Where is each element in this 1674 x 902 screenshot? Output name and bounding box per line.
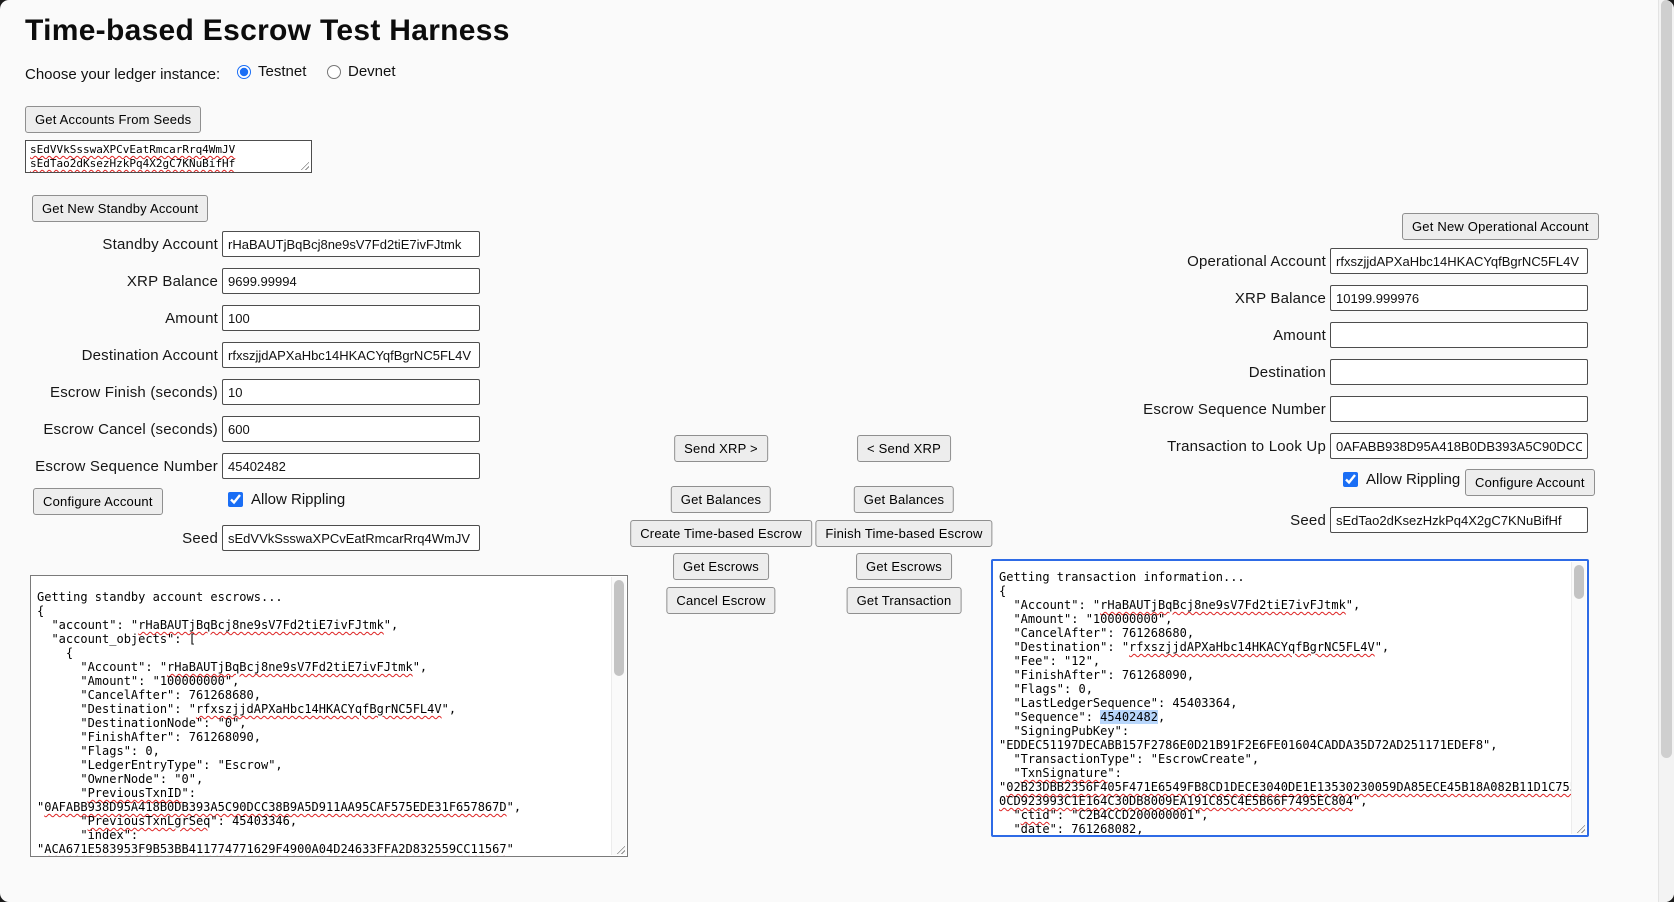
operational-results-scrollbar-thumb[interactable]: [1574, 565, 1584, 599]
operational-account-input[interactable]: [1330, 248, 1588, 274]
standby-results-scrollbar[interactable]: [611, 577, 626, 855]
devnet-radio-option[interactable]: Devnet: [327, 63, 396, 80]
operational-results-content: Getting transaction information... { "Ac…: [999, 570, 1577, 836]
finish-time-based-escrow-button[interactable]: Finish Time-based Escrow: [815, 520, 993, 547]
operational-xrp-balance-label: XRP Balance: [1234, 290, 1326, 307]
seeds-textarea-content: sEdVVkSsswaXPCvEatRmcarRrq4WmJV sEdTao2d…: [30, 143, 236, 170]
standby-account-input[interactable]: [222, 231, 480, 257]
create-time-based-escrow-button[interactable]: Create Time-based Escrow: [630, 520, 812, 547]
operational-seed-input[interactable]: [1330, 507, 1588, 533]
standby-seed-label: Seed: [182, 530, 218, 547]
operational-allow-rippling-checkbox-row[interactable]: Allow Rippling: [1343, 471, 1460, 488]
window-scrollbar[interactable]: [1658, 0, 1674, 902]
get-new-operational-account-button[interactable]: Get New Operational Account: [1402, 213, 1599, 240]
ledger-instance-label: Choose your ledger instance:: [25, 66, 221, 83]
standby-configure-account-button[interactable]: Configure Account: [33, 488, 163, 515]
operational-escrow-sequence-number-input[interactable]: [1330, 396, 1588, 422]
get-transaction-button[interactable]: Get Transaction: [846, 587, 962, 614]
operational-amount-input[interactable]: [1330, 322, 1588, 348]
get-accounts-from-seeds-button[interactable]: Get Accounts From Seeds: [25, 106, 202, 133]
testnet-radio[interactable]: [237, 64, 251, 79]
standby-seed-input[interactable]: [222, 525, 480, 551]
resize-grip-icon[interactable]: [615, 844, 625, 854]
operational-destination-label: Destination: [1248, 364, 1326, 381]
standby-get-balances-button[interactable]: Get Balances: [670, 486, 772, 513]
standby-amount-input[interactable]: [222, 305, 480, 331]
transaction-to-look-up-label: Transaction to Look Up: [1167, 438, 1326, 455]
standby-get-escrows-button[interactable]: Get Escrows: [673, 553, 769, 580]
standby-allow-rippling-label: Allow Rippling: [251, 491, 346, 508]
page-title: Time-based Escrow Test Harness: [25, 14, 510, 47]
operational-allow-rippling-label: Allow Rippling: [1366, 471, 1461, 488]
operational-seed-label: Seed: [1290, 512, 1326, 529]
standby-results-textarea[interactable]: Getting standby account escrows... { "ac…: [30, 575, 628, 857]
operational-results-textarea[interactable]: Getting transaction information... { "Ac…: [991, 559, 1589, 837]
resize-grip-icon[interactable]: [299, 160, 309, 170]
cancel-escrow-button[interactable]: Cancel Escrow: [666, 587, 776, 614]
devnet-radio[interactable]: [327, 64, 341, 79]
send-xrp-right-button[interactable]: Send XRP >: [674, 435, 768, 462]
escrow-finish-seconds-input[interactable]: [222, 379, 480, 405]
standby-escrow-sequence-number-label: Escrow Sequence Number: [35, 458, 218, 475]
standby-destination-account-label: Destination Account: [81, 347, 218, 364]
escrow-cancel-seconds-label: Escrow Cancel (seconds): [43, 421, 218, 438]
standby-xrp-balance-input[interactable]: [222, 268, 480, 294]
operational-xrp-balance-input[interactable]: [1330, 285, 1588, 311]
standby-results-scrollbar-thumb[interactable]: [614, 580, 624, 676]
resize-grip-icon[interactable]: [1575, 823, 1585, 833]
send-xrp-left-button[interactable]: < Send XRP: [857, 435, 951, 462]
operational-get-escrows-button[interactable]: Get Escrows: [856, 553, 952, 580]
get-new-standby-account-button[interactable]: Get New Standby Account: [32, 195, 209, 222]
transaction-to-look-up-input[interactable]: [1330, 433, 1588, 459]
standby-xrp-balance-label: XRP Balance: [126, 273, 218, 290]
operational-amount-label: Amount: [1273, 327, 1326, 344]
standby-results-content: Getting standby account escrows... { "ac…: [37, 590, 522, 856]
standby-amount-label: Amount: [165, 310, 218, 327]
operational-allow-rippling-checkbox[interactable]: [1343, 472, 1358, 487]
operational-destination-input[interactable]: [1330, 359, 1588, 385]
operational-account-label: Operational Account: [1187, 253, 1326, 270]
standby-account-label: Standby Account: [102, 236, 218, 253]
standby-allow-rippling-checkbox-row[interactable]: Allow Rippling: [228, 491, 345, 508]
devnet-radio-label: Devnet: [348, 63, 396, 80]
standby-escrow-sequence-number-input[interactable]: [222, 453, 480, 479]
operational-get-balances-button[interactable]: Get Balances: [853, 486, 955, 513]
testnet-radio-label: Testnet: [258, 63, 307, 80]
window-scrollbar-thumb[interactable]: [1661, 0, 1672, 758]
operational-configure-account-button[interactable]: Configure Account: [1465, 469, 1595, 496]
operational-results-scrollbar[interactable]: [1571, 562, 1586, 834]
standby-destination-account-input[interactable]: [222, 342, 480, 368]
escrow-finish-seconds-label: Escrow Finish (seconds): [50, 384, 218, 401]
escrow-cancel-seconds-input[interactable]: [222, 416, 480, 442]
seeds-textarea[interactable]: sEdVVkSsswaXPCvEatRmcarRrq4WmJV sEdTao2d…: [25, 140, 312, 173]
operational-escrow-sequence-number-label: Escrow Sequence Number: [1143, 401, 1326, 418]
standby-allow-rippling-checkbox[interactable]: [228, 492, 243, 507]
testnet-radio-option[interactable]: Testnet: [237, 63, 306, 80]
